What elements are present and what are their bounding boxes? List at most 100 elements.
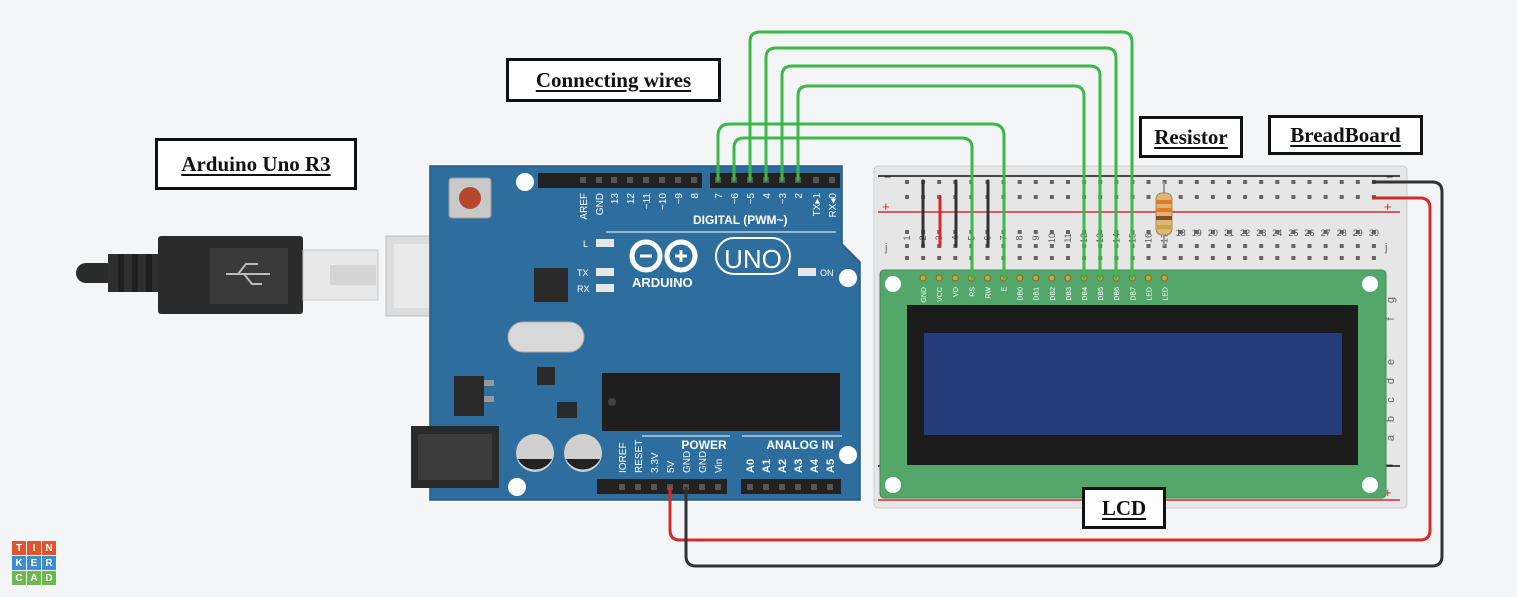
digital-pin-socket[interactable] <box>611 177 617 183</box>
lcd-pin[interactable] <box>1016 274 1024 282</box>
callout-connecting-wires: Connecting wires <box>506 58 721 102</box>
digital-pin-socket[interactable] <box>596 177 602 183</box>
breadboard-hole <box>1291 230 1296 234</box>
column-number: 24 <box>1272 228 1282 238</box>
callout-lcd-text: LCD <box>1101 495 1147 520</box>
breadboard-hole <box>1194 230 1199 234</box>
lcd-pin[interactable] <box>951 274 959 282</box>
reset-button[interactable] <box>459 187 481 209</box>
digital-pin-label: AREF <box>579 193 590 220</box>
digital-pin-label: ~10 <box>658 193 669 210</box>
breadboard-hole <box>1259 256 1264 260</box>
digital-pin-label: RX◂0 <box>828 193 839 218</box>
digital-pin-label: 12 <box>626 193 637 205</box>
power-pin-socket[interactable] <box>651 484 657 490</box>
lcd-pin[interactable] <box>919 274 927 282</box>
breadboard-hole <box>1178 256 1183 260</box>
digital-pin-label: 8 <box>690 193 701 199</box>
lcd-pin-label: RS <box>969 287 976 297</box>
breadboard-hole <box>1178 230 1183 234</box>
lcd-pin[interactable] <box>983 274 991 282</box>
column-number: 23 <box>1256 228 1266 238</box>
digital-pin-socket[interactable] <box>580 177 586 183</box>
column-number: 29 <box>1353 228 1363 238</box>
breadboard-hole <box>905 180 909 184</box>
breadboard-hole <box>1066 256 1070 260</box>
breadboard-hole <box>1017 180 1022 184</box>
digital-pin-socket[interactable] <box>659 177 665 183</box>
digital-pin-socket[interactable] <box>813 177 819 183</box>
lcd-pin[interactable] <box>1144 274 1152 282</box>
digital-pin-socket[interactable] <box>675 177 681 183</box>
power-pin-label: Vin <box>714 459 725 473</box>
lcd-pin[interactable] <box>1032 274 1040 282</box>
lcd-pin[interactable] <box>1064 274 1072 282</box>
lcd-pin[interactable] <box>1161 274 1168 282</box>
digital-pin-socket[interactable] <box>829 177 835 183</box>
column-number: 8 <box>1015 235 1025 240</box>
breadboard-hole <box>1307 230 1312 234</box>
analog-pin-socket[interactable] <box>763 484 769 490</box>
breadboard-hole <box>937 180 942 184</box>
row-letter-j-right: j <box>1384 242 1387 254</box>
digital-header-label: DIGITAL (PWM~) <box>693 213 788 227</box>
power-pin-socket[interactable] <box>699 484 705 490</box>
column-number: 22 <box>1240 228 1250 238</box>
breadboard-hole <box>1178 244 1183 248</box>
column-number: 25 <box>1288 228 1298 238</box>
breadboard-hole <box>1243 244 1248 248</box>
breadboard-hole <box>1227 244 1231 248</box>
signal-wires <box>716 30 1134 280</box>
lcd-pin[interactable] <box>935 274 943 282</box>
analog-pin-label: A2 <box>777 459 789 473</box>
breadboard-hole <box>1355 230 1360 234</box>
logo-letter: E <box>27 556 41 570</box>
power-pin-label: 3.3V <box>650 452 661 473</box>
usb-chip <box>534 268 568 302</box>
breadboard-hole <box>1033 256 1038 260</box>
row-letter: e <box>1385 359 1397 365</box>
breadboard-hole <box>1371 230 1376 234</box>
digital-pin-socket[interactable] <box>691 177 697 183</box>
breadboard-hole <box>1291 195 1296 199</box>
digital-pin-socket[interactable] <box>643 177 649 183</box>
digital-pin-socket[interactable] <box>627 177 633 183</box>
breadboard-hole <box>1033 244 1038 248</box>
lcd-pin-label: DB2 <box>1050 287 1057 301</box>
analog-pin-socket[interactable] <box>811 484 817 490</box>
lcd-pin-label: DB3 <box>1066 287 1073 301</box>
lcd-pin-label: DB5 <box>1098 287 1105 301</box>
analog-pin-socket[interactable] <box>795 484 801 490</box>
breadboard-hole <box>1275 230 1280 234</box>
lcd-pin-label: DB6 <box>1114 287 1121 301</box>
lcd-pin-label: VO <box>953 286 960 297</box>
power-pin-socket[interactable] <box>715 484 721 490</box>
breadboard-hole <box>1227 230 1231 234</box>
power-pin-label: IOREF <box>618 442 629 473</box>
logo-letter: N <box>42 541 56 555</box>
breadboard-hole <box>1049 230 1054 234</box>
breadboard-hole <box>1243 180 1248 184</box>
breadboard-hole <box>1178 180 1183 184</box>
lcd-pin[interactable] <box>1048 274 1056 282</box>
status-leds: L TX RX ON <box>577 239 834 294</box>
analog-pin-socket[interactable] <box>779 484 785 490</box>
row-letter: f <box>1385 317 1397 321</box>
logo-letter: K <box>12 556 26 570</box>
breadboard-hole <box>1275 195 1280 199</box>
power-pin-socket[interactable] <box>619 484 625 490</box>
breadboard-hole <box>1017 244 1022 248</box>
breadboard-hole <box>1227 195 1231 199</box>
breadboard-hole <box>1243 230 1248 234</box>
breadboard-hole <box>1323 256 1328 260</box>
analog-pin-socket[interactable] <box>747 484 753 490</box>
column-number: 18 <box>1176 228 1186 238</box>
breadboard-hole <box>1049 244 1054 248</box>
breadboard-hole <box>1259 230 1264 234</box>
power-pin-socket[interactable] <box>635 484 641 490</box>
uno-label: UNO <box>724 244 782 274</box>
breadboard-hole <box>905 244 909 248</box>
analog-pin-socket[interactable] <box>827 484 833 490</box>
breadboard-hole <box>1146 256 1151 260</box>
